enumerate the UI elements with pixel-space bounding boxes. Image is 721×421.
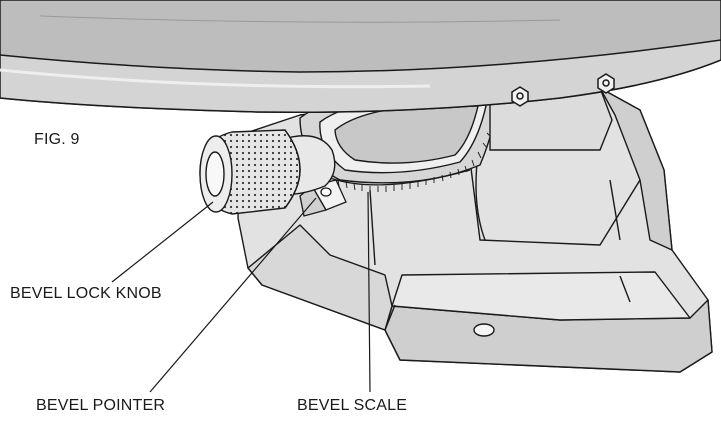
- leader-bevel-pointer: [149, 197, 317, 393]
- leader-bevel-lock-knob: [111, 201, 214, 283]
- leader-bevel-scale: [367, 191, 371, 393]
- bevel-lock-knob-label: BEVEL LOCK KNOB: [10, 285, 162, 302]
- callout-leaders: [111, 191, 371, 393]
- bevel-lock-knob: [199, 129, 336, 215]
- figure-label: FIG. 9: [34, 131, 80, 148]
- bevel-scale-label: BEVEL SCALE: [297, 397, 408, 414]
- housing-bolt: [511, 86, 529, 107]
- bevel-pointer-label: BEVEL POINTER: [36, 397, 166, 414]
- housing-bolt: [597, 73, 615, 94]
- saw-upper-housing: [0, 0, 721, 113]
